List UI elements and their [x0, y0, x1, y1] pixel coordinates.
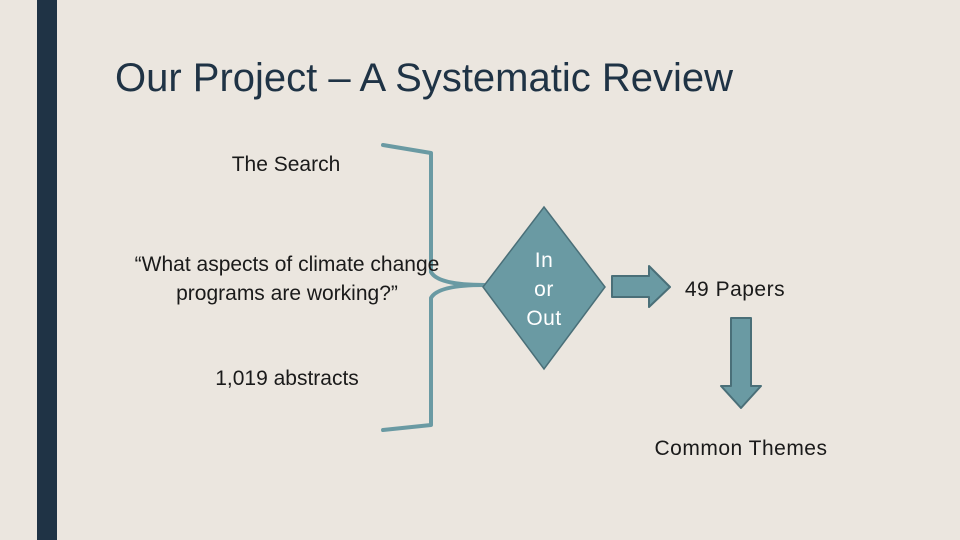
- slide-title: Our Project – A Systematic Review: [115, 56, 734, 100]
- papers-count: 49 Papers: [684, 278, 786, 301]
- decision-label: In or Out: [504, 246, 584, 333]
- search-label: The Search: [231, 153, 341, 176]
- decision-label-out: Out: [526, 307, 562, 330]
- right-arrow-icon: [611, 265, 671, 308]
- down-arrow-icon: [720, 317, 762, 409]
- accent-bar: [37, 0, 57, 540]
- decision-diamond: [482, 205, 606, 371]
- common-themes: Common Themes: [654, 437, 828, 460]
- search-question: “What aspects of climate change programs…: [134, 253, 440, 305]
- decision-label-or: or: [534, 278, 554, 301]
- abstracts-count: 1,019 abstracts: [215, 367, 359, 390]
- decision-label-in: In: [534, 249, 554, 272]
